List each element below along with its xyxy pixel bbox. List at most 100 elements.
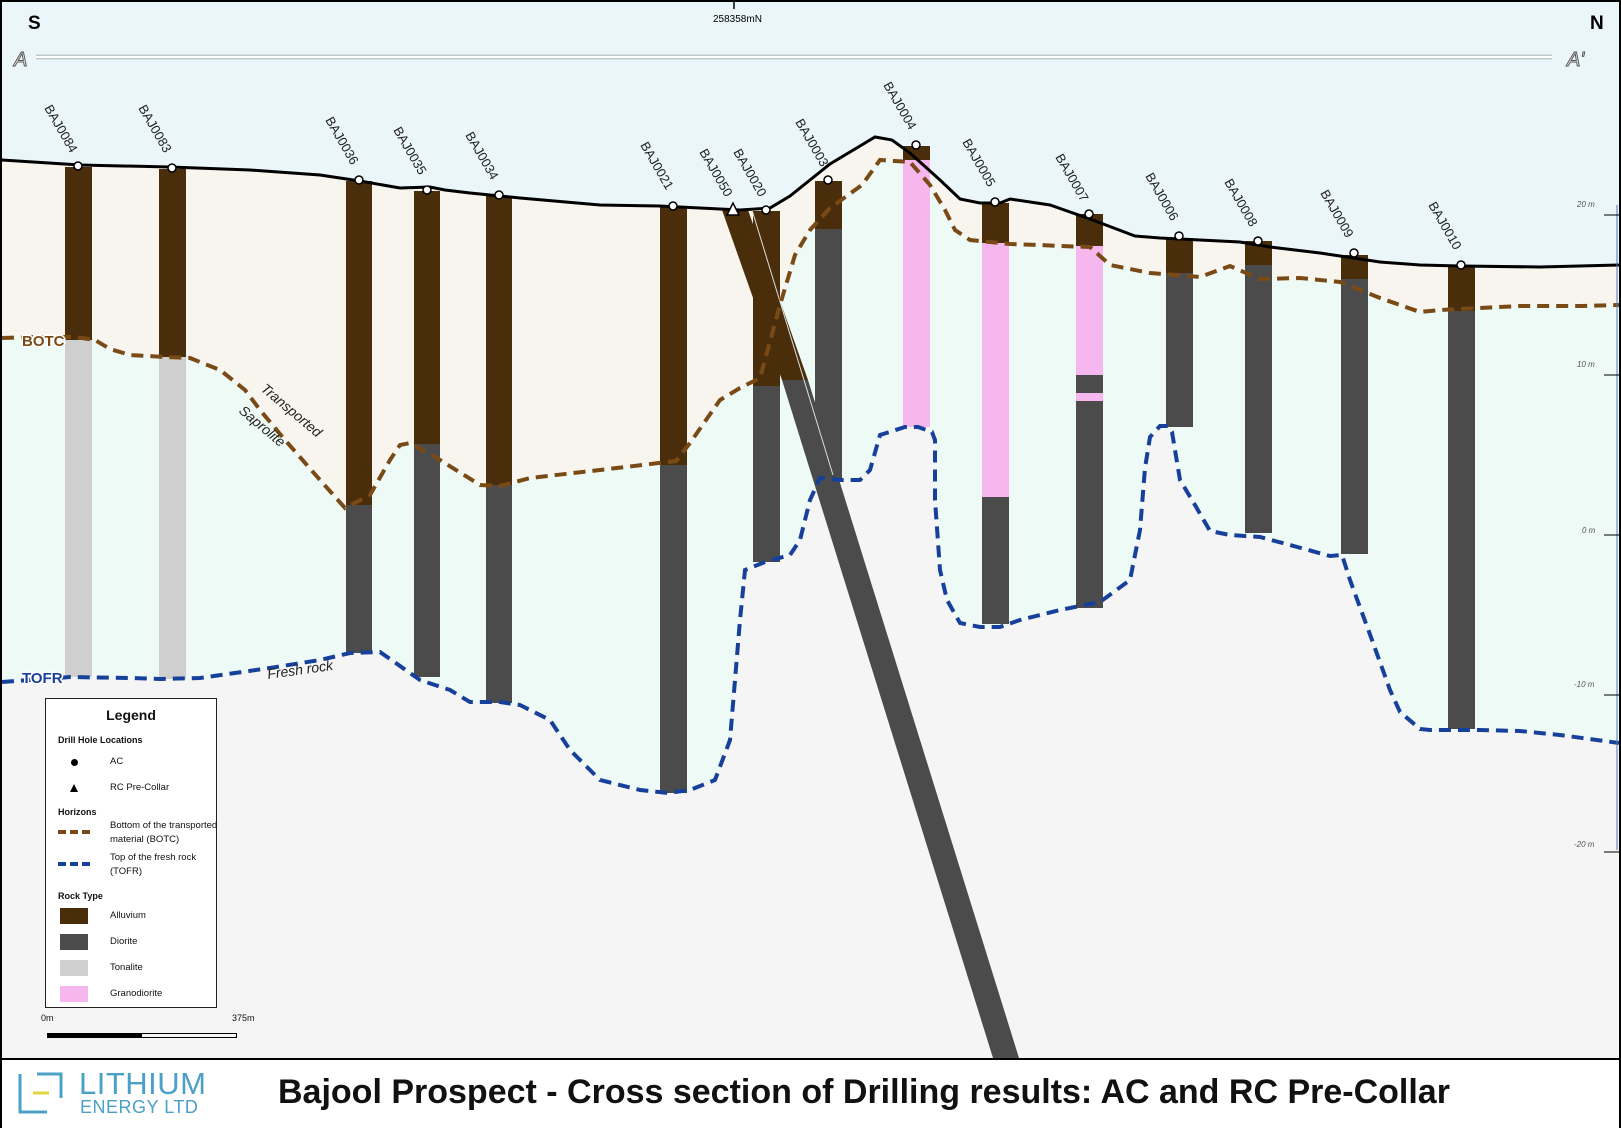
legend-label: Tonalite [110, 962, 143, 973]
saprolite-layer [2, 160, 1619, 793]
ac-collar-BAJ0084 [73, 161, 83, 171]
ac-collar-BAJ0036 [354, 175, 364, 185]
drill-hole-BAJ0050[interactable] [722, 209, 1019, 1058]
legend-label: Granodiorite [110, 988, 163, 999]
legend: Legend Drill Hole Locations AC RC Pre-Co… [45, 698, 217, 1008]
alluvium-interval [722, 210, 808, 380]
diorite-interval [982, 497, 1009, 624]
logo-subtext: ENERGY LTD [80, 1097, 199, 1117]
scale-end-label: 375m [232, 1013, 255, 1023]
diorite-interval [486, 485, 512, 703]
ac-collar-BAJ0007 [1084, 209, 1094, 219]
legend-label: Diorite [110, 936, 138, 947]
drill-hole-BAJ0006[interactable] [1166, 238, 1193, 427]
transported-layer [2, 137, 1619, 508]
legend-label: RC Pre-Collar [110, 782, 170, 793]
ac-collar-BAJ0003 [823, 175, 833, 185]
drill-hole-BAJ0005[interactable] [982, 203, 1009, 624]
ac-collar-BAJ0010 [1456, 260, 1466, 270]
ac-collar-BAJ0083 [167, 163, 177, 173]
drill-hole-BAJ0021[interactable] [660, 207, 687, 793]
legend-item-tonalite: Tonalite [58, 959, 213, 987]
alluvium-interval [1448, 266, 1475, 311]
ac-collar-BAJ0021 [668, 201, 678, 211]
drill-hole-BAJ0004[interactable] [903, 146, 930, 427]
drill-hole-BAJ0083[interactable] [159, 169, 186, 679]
botc-label: BOTC [22, 333, 65, 350]
diorite-interval [1448, 311, 1475, 729]
granodiorite-interval [1076, 393, 1103, 401]
diorite-interval [753, 386, 780, 562]
drill-hole-BAJ0007[interactable] [1076, 214, 1103, 608]
diorite-interval [1076, 375, 1103, 393]
elevation-scale: 20 m 10 m 0 m -10 m -20 m [1574, 200, 1619, 853]
alluvium-interval [660, 207, 687, 465]
hole-trace [751, 209, 834, 476]
diorite-interval [660, 465, 687, 793]
legend-label: Bottom of the transported material (BOTC… [110, 820, 218, 845]
diorite-interval [1245, 265, 1272, 533]
legend-item-tofr: Top of the fresh rock (TOFR) [58, 852, 213, 883]
diorite-interval [782, 380, 1019, 1058]
alluvium-interval [346, 181, 372, 505]
elevation-tick-label: -10 m [1574, 680, 1595, 689]
rc-collar-BAJ0050 [725, 201, 741, 216]
elevation-tick-label: -20 m [1574, 840, 1595, 849]
legend-item-ac: AC [58, 753, 213, 781]
alluvium-interval [903, 146, 930, 160]
rc-triangle-icon [70, 784, 78, 792]
tofr-dash-icon [58, 862, 90, 866]
diorite-interval [414, 444, 440, 677]
drill-hole-BAJ0036[interactable] [346, 181, 372, 653]
drill-hole-BAJ0009[interactable] [1341, 255, 1368, 554]
diorite-interval [1166, 273, 1193, 427]
legend-item-diorite: Diorite [58, 933, 213, 961]
scale-start-label: 0m [41, 1013, 54, 1023]
tonalite-interval [65, 340, 92, 677]
legend-item-botc: Bottom of the transported material (BOTC… [58, 820, 217, 851]
northing-label: 258358mN [713, 14, 762, 25]
fresh-rock-layer [2, 426, 1619, 1058]
legend-label: Alluvium [110, 910, 146, 921]
drill-hole-BAJ0035[interactable] [414, 191, 440, 677]
topography-line [2, 135, 1619, 269]
section-start-label: A [13, 49, 27, 71]
footer [2, 1058, 1619, 1128]
ac-dot-icon [70, 758, 78, 766]
drill-hole-BAJ0084[interactable] [65, 167, 92, 677]
page-title: Bajool Prospect - Cross section of Drill… [278, 1073, 1450, 1111]
granodiorite-swatch [60, 986, 88, 1002]
tonalite-swatch [60, 960, 88, 976]
collar-markers [73, 140, 1466, 270]
ac-collar-BAJ0020 [761, 205, 771, 215]
diorite-interval [1341, 279, 1368, 554]
botc-dash-icon [58, 830, 90, 834]
legend-item-alluvium: Alluvium [58, 907, 213, 935]
legend-section-rock: Rock Type [58, 891, 103, 901]
ac-collar-BAJ0035 [422, 185, 432, 195]
botc-line [2, 157, 1619, 511]
ac-collar-BAJ0034 [494, 190, 504, 200]
cross-section: BAJ0084 BAJ0083 BAJ0036 BAJ0035 BAJ0034 … [2, 2, 1619, 1058]
granodiorite-interval [903, 160, 930, 427]
legend-label: AC [110, 756, 124, 767]
elevation-tick-label: 10 m [1577, 360, 1595, 369]
drill-hole-BAJ0034[interactable] [486, 196, 512, 703]
alluvium-interval [982, 203, 1009, 243]
alluvium-interval [486, 196, 512, 485]
tofr-label: TOFR [22, 670, 63, 687]
alluvium-swatch [60, 908, 88, 924]
lithium-logo-icon [18, 1072, 63, 1114]
drill-hole-BAJ0008[interactable] [1245, 241, 1272, 533]
alluvium-interval [159, 169, 186, 357]
legend-label: Top of the fresh rock (TOFR) [110, 852, 197, 877]
legend-item-granodiorite: Granodiorite [58, 985, 213, 1013]
alluvium-interval [414, 191, 440, 444]
ac-collar-BAJ0004 [911, 140, 921, 150]
legend-section-horizons: Horizons [58, 807, 97, 817]
drill-hole-BAJ0010[interactable] [1448, 266, 1475, 729]
tofr-line [2, 424, 1619, 796]
drill-hole-BAJ0003[interactable] [815, 181, 842, 480]
diorite-swatch [60, 934, 88, 950]
ac-collar-BAJ0005 [990, 197, 1000, 207]
